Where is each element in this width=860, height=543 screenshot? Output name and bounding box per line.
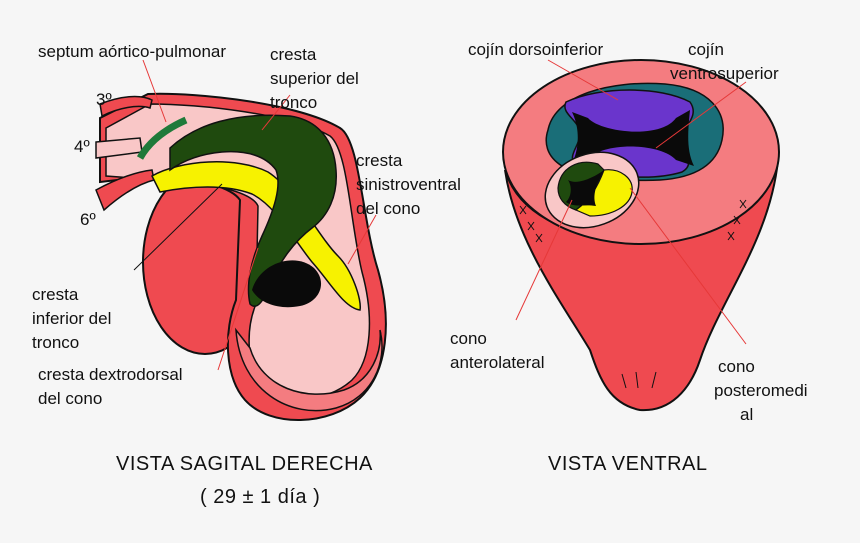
caption-ventral: VISTA VENTRAL	[548, 453, 708, 475]
label-sinistroventral: cresta	[356, 151, 403, 170]
sagittal-view-figure	[95, 92, 387, 421]
label-cresta-inferior-2: inferior del	[32, 309, 111, 328]
left-leader-lines	[142, 59, 377, 371]
conus-opening	[252, 260, 322, 308]
septum-line	[136, 116, 188, 160]
label-cresta-inferior-3: tronco	[32, 333, 79, 352]
label-dextrodorsal-2: del cono	[38, 389, 102, 408]
label-arch-6: 6º	[80, 210, 96, 229]
label-dextrodorsal: cresta dextrodorsal	[38, 365, 183, 384]
label-cono-posteromedial-3: al	[740, 405, 753, 424]
caption-date: ( 29 ± 1 día )	[200, 486, 320, 508]
surface-marks	[519, 199, 747, 389]
right-leader-lines	[515, 59, 747, 345]
label-cono-anterolateral: cono	[450, 329, 487, 348]
ventral-view-figure	[502, 59, 780, 412]
label-cresta-superior-3: tronco	[270, 93, 317, 112]
caption-sagittal: VISTA SAGITAL DERECHA	[116, 453, 373, 475]
label-cresta-superior: cresta	[270, 45, 317, 64]
label-sinistroventral-2: sinistroventral	[356, 175, 461, 194]
label-cono-posteromedial: cono	[718, 357, 755, 376]
leader-line-inferior	[133, 183, 223, 271]
label-cono-anterolateral-2: anterolateral	[450, 353, 545, 372]
label-cresta-inferior: cresta	[32, 285, 79, 304]
inferior-ridge-yellow	[151, 161, 361, 311]
lower-ring-salmon	[235, 327, 383, 412]
label-arch-4: 4º	[74, 137, 90, 156]
ventral-slit	[570, 110, 694, 168]
label-cono-posteromedial-2: posteromedi	[714, 381, 808, 400]
label-cojin-ventrosuperior-2: ventrosuperior	[670, 64, 779, 83]
label-cojin-dorsoinferior: cojín dorsoinferior	[468, 40, 603, 59]
label-cresta-superior-2: superior del	[270, 69, 359, 88]
conus-slit	[566, 170, 604, 206]
label-sinistroventral-3: del cono	[356, 199, 420, 218]
aortic-arch-3	[99, 95, 153, 118]
label-cojin-ventrosuperior: cojín	[688, 40, 724, 59]
label-septum: septum aórtico-pulmonar	[38, 42, 226, 61]
label-arch-3: 3º	[96, 90, 112, 109]
